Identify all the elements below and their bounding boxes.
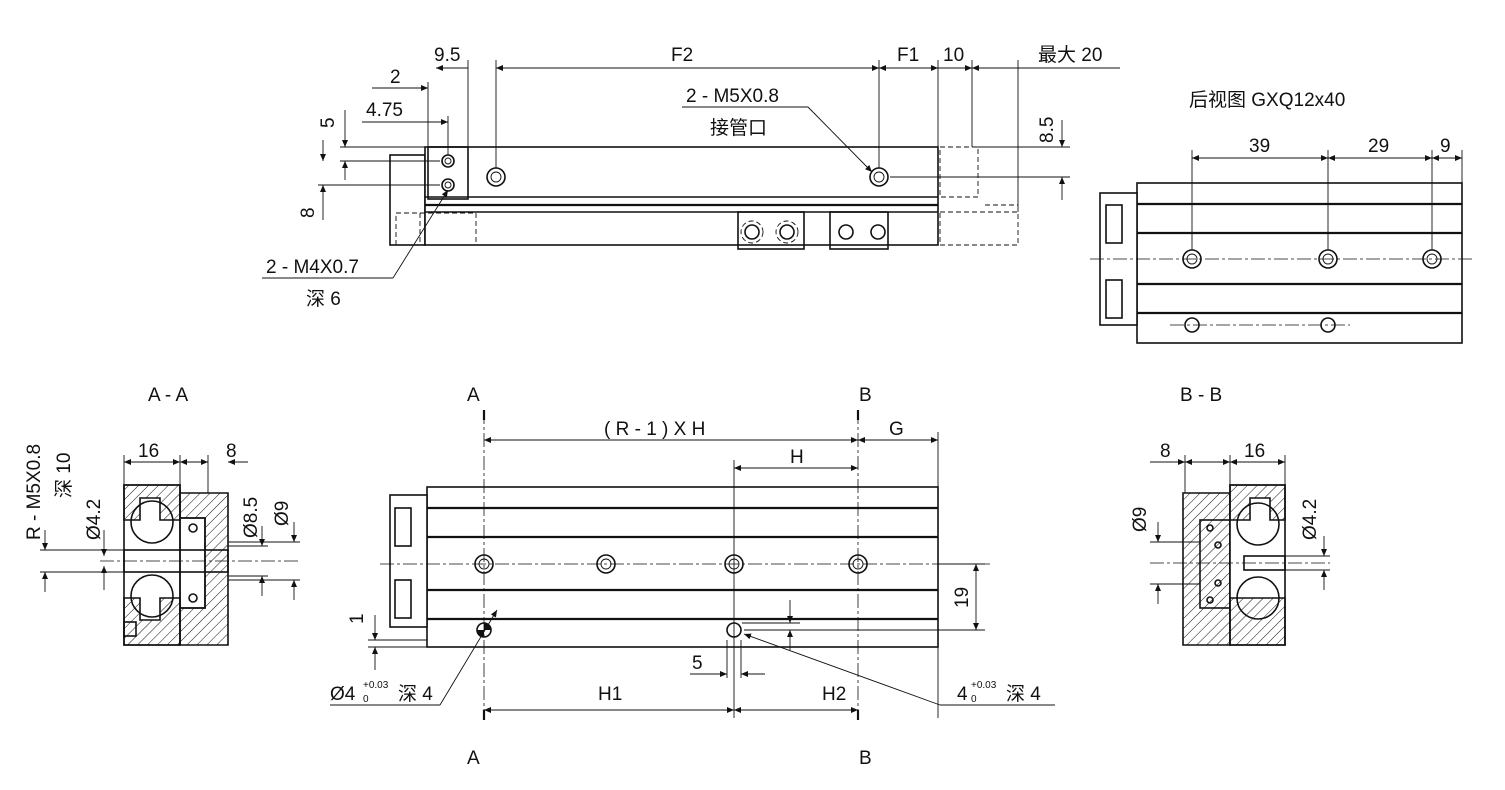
dim-9-5: 9.5 <box>434 45 460 66</box>
thread-depth: 深 6 <box>306 288 341 310</box>
thread-depth: 深 10 <box>53 453 75 498</box>
rear-view-title: 后视图 GXQ12x40 <box>1189 89 1345 111</box>
dim-h2: H2 <box>822 684 846 705</box>
dim-19: 19 <box>952 587 973 608</box>
top-view: A B A B ( R - 1 ) X H G H 19 1 5 H1 H2 Ø… <box>330 385 1055 769</box>
dim-2: 2 <box>390 67 401 88</box>
dim-1: 1 <box>347 613 368 624</box>
dim-max-20: 最大 20 <box>1038 44 1102 66</box>
section-aa-title: A - A <box>148 385 188 406</box>
dim-39: 39 <box>1249 136 1270 157</box>
dim-5: 5 <box>692 653 703 674</box>
dim-10: 10 <box>943 45 964 66</box>
dim-f2: F2 <box>671 45 693 66</box>
dim-8: 8 <box>1160 441 1171 462</box>
side-view: 9.5 F2 F1 10 最大 20 2 4.75 5 8 8.5 2 - M5… <box>262 44 1120 310</box>
dim-8: 8 <box>298 207 319 218</box>
cylinder-body <box>424 146 939 246</box>
dim-16: 16 <box>138 441 159 462</box>
rear-view: 后视图 GXQ12x40 39 29 9 <box>1090 89 1475 344</box>
dia-8-5: Ø8.5 <box>241 497 262 538</box>
dim-h: H <box>790 447 804 468</box>
thread-callout: 2 - M4X0.7 <box>266 257 359 278</box>
dim-8: 8 <box>226 441 237 462</box>
section-b-b: B - B 8 16 Ø9 Ø4.2 <box>1130 385 1330 646</box>
thread-label: R - M5X0.8 <box>24 444 45 540</box>
dim-f1: F1 <box>897 45 919 66</box>
hole-left-dia: Ø4 <box>330 684 356 705</box>
hole-right-depth: 深 4 <box>1006 683 1041 705</box>
hole-right-tol-lower: 0 <box>971 694 977 705</box>
port-callout-label: 接管口 <box>710 117 767 139</box>
dim-9: 9 <box>1440 136 1451 157</box>
dia-9: Ø9 <box>272 501 293 526</box>
dim-5: 5 <box>318 117 339 128</box>
dia-4-2: Ø4.2 <box>84 499 105 540</box>
section-a-a: A - A 16 8 R - M5X0.8 深 10 Ø4.2 Ø8.5 Ø9 <box>24 385 300 646</box>
dim-8-5: 8.5 <box>1037 117 1058 143</box>
port-callout-thread: 2 - M5X0.8 <box>686 86 779 107</box>
dia-9: Ø9 <box>1130 507 1151 532</box>
dim-g: G <box>889 419 904 440</box>
hole-left-depth: 深 4 <box>398 683 433 705</box>
dim-29: 29 <box>1368 136 1389 157</box>
hole-left-tol-upper: +0.03 <box>363 680 389 691</box>
section-mark-b-top: B <box>859 385 872 406</box>
dim-16: 16 <box>1244 441 1265 462</box>
section-mark-a-bottom: A <box>467 748 480 769</box>
section-mark-a-top: A <box>467 385 480 406</box>
section-mark-b-bottom: B <box>859 748 872 769</box>
dim-h1: H1 <box>598 684 622 705</box>
hole-left-tol-lower: 0 <box>363 694 369 705</box>
section-bb-title: B - B <box>1180 385 1222 406</box>
dim-4-75: 4.75 <box>366 100 403 121</box>
end-cap <box>389 154 426 246</box>
dia-4-2: Ø4.2 <box>1300 499 1321 540</box>
dim-pitch: ( R - 1 ) X H <box>604 419 705 440</box>
hole-right-dia: 4 <box>957 684 968 705</box>
hole-right-tol-upper: +0.03 <box>971 680 997 691</box>
